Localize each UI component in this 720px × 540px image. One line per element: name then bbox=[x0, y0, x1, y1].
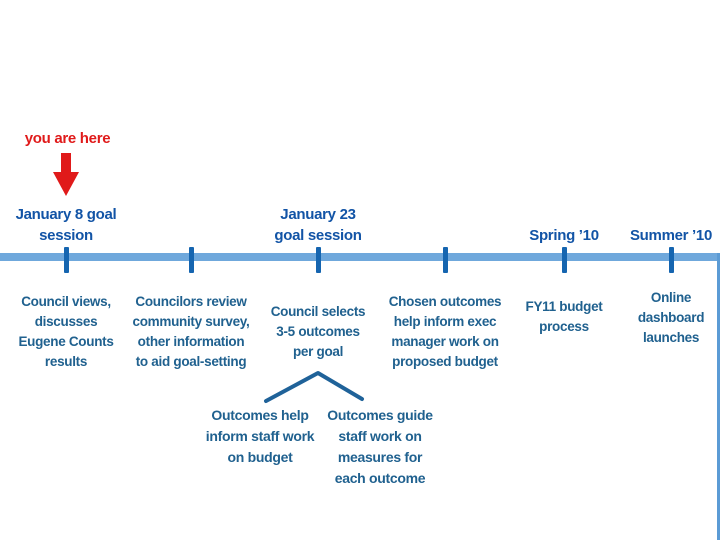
outcome-note-right: Outcomes guide staff work on measures fo… bbox=[327, 407, 433, 486]
milestone-label: January 8 goal session bbox=[15, 206, 117, 244]
outcome-note-left: Outcomes help inform staff work on budge… bbox=[205, 407, 315, 465]
milestone-description: FY11 budget process bbox=[525, 299, 603, 334]
timeline-milestone: January 23 goal session Council selects … bbox=[256, 0, 380, 540]
milestone-label: Summer ’10 bbox=[629, 227, 713, 244]
timeline-tick bbox=[668, 247, 674, 273]
milestone-label bbox=[123, 198, 259, 246]
timeline-milestone: Summer ’10 Online dashboard launches bbox=[608, 0, 720, 540]
timeline-milestone: Councilors review community survey, othe… bbox=[129, 0, 253, 540]
down-arrow-icon bbox=[53, 153, 79, 196]
milestone-description: Online dashboard launches bbox=[637, 290, 705, 345]
timeline-milestone: Chosen outcomes help inform exec manager… bbox=[380, 0, 510, 540]
you-are-here-label: you are here bbox=[24, 130, 111, 147]
milestone-description: Chosen outcomes help inform exec manager… bbox=[388, 294, 502, 369]
milestone-description: Councilors review community survey, othe… bbox=[132, 294, 250, 369]
milestone-description: Council views, discusses Eugene Counts r… bbox=[18, 294, 114, 369]
timeline-tick bbox=[561, 247, 567, 273]
slide-right-border bbox=[717, 253, 720, 540]
timeline-tick bbox=[63, 247, 69, 273]
timeline-milestone: January 8 goal session Council views, di… bbox=[4, 0, 128, 540]
timeline-tick bbox=[188, 247, 194, 273]
timeline-tick bbox=[315, 247, 321, 273]
timeline-tick bbox=[442, 247, 448, 273]
timeline-bar bbox=[0, 253, 720, 261]
milestone-description: Council selects 3-5 outcomes per goal bbox=[270, 304, 366, 359]
milestone-label: Spring ’10 bbox=[529, 227, 599, 244]
timeline-milestone: Spring ’10 FY11 budget process bbox=[500, 0, 628, 540]
connector-chevron-icon bbox=[264, 371, 364, 403]
milestone-label: January 23 goal session bbox=[274, 206, 362, 244]
